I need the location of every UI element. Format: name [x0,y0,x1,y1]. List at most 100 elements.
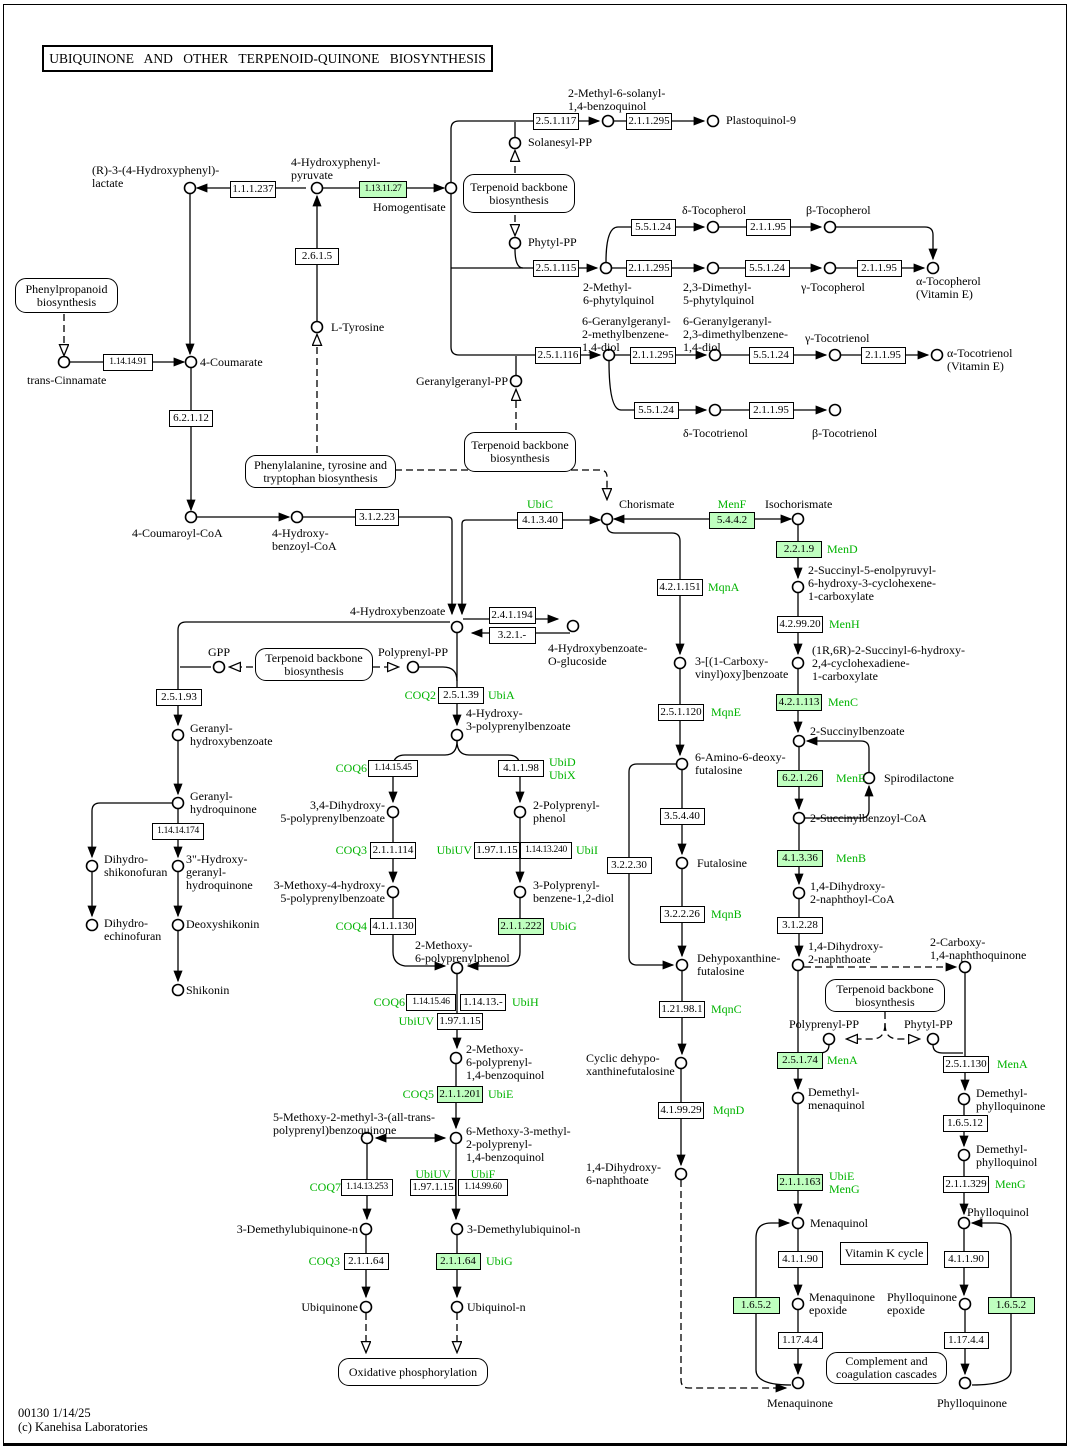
compound-node[interactable] [958,1297,972,1311]
gene-label-COQ5[interactable]: COQ5 [402,1087,434,1101]
compound-node[interactable] [450,961,464,975]
compound-node[interactable] [600,512,614,526]
compound-node[interactable] [792,811,806,825]
enzyme-box-5.5.1.24[interactable]: 5.5.1.24 [633,401,679,419]
compound-node[interactable] [57,355,71,369]
compound-node[interactable] [791,958,805,972]
compound-node[interactable] [601,114,615,128]
compound-node[interactable] [599,261,613,275]
compound-node[interactable] [958,960,972,974]
gene-label-MenF[interactable]: MenF [717,497,747,511]
gene-label-UbiF[interactable]: UbiF [470,1167,496,1181]
compound-node[interactable] [706,114,720,128]
enzyme-box-1.14.99.60[interactable]: 1.14.99.60 [458,1178,508,1196]
enzyme-box-2.1.1.295[interactable]: 2.1.1.295 [630,346,676,364]
enzyme-box-2.5.1.116[interactable]: 2.5.1.116 [535,346,581,364]
enzyme-box-5.5.1.24[interactable]: 5.5.1.24 [748,346,794,364]
compound-node[interactable] [171,918,185,932]
compound-node[interactable] [926,261,940,275]
enzyme-box-2.1.1.95[interactable]: 2.1.1.95 [860,346,906,364]
enzyme-box-1.21.98.1[interactable]: 1.21.98.1 [659,1000,705,1018]
enzyme-box-2.5.1.130[interactable]: 2.5.1.130 [943,1055,989,1073]
compound-node[interactable] [450,728,464,742]
compound-node[interactable] [862,771,876,785]
enzyme-box-2.1.1.95[interactable]: 2.1.1.95 [856,259,902,277]
enzyme-box-5.5.1.24[interactable]: 5.5.1.24 [630,218,676,236]
compound-node[interactable] [212,660,226,674]
compound-node[interactable] [184,355,198,369]
enzyme-box-1.1.1.237[interactable]: 1.1.1.237 [230,180,276,198]
compound-node[interactable] [509,374,523,388]
compound-node[interactable] [290,510,304,524]
gene-label-MenA[interactable]: MenA [997,1057,1028,1071]
compound-node[interactable] [930,348,944,362]
gene-label-UbiE[interactable]: UbiE [829,1169,855,1183]
enzyme-box-5.5.1.24[interactable]: 5.5.1.24 [744,259,790,277]
enzyme-box-2.2.1.9[interactable]: 2.2.1.9 [776,540,822,558]
gene-label-MenC[interactable]: MenC [828,695,858,709]
compound-node[interactable] [957,1216,971,1230]
gene-label-UbiE[interactable]: UbiE [488,1087,514,1101]
gene-label-COQ6[interactable]: COQ6 [335,761,367,775]
enzyme-box-3.1.2.28[interactable]: 3.1.2.28 [777,916,823,934]
compound-node[interactable] [450,1222,464,1236]
compound-node[interactable] [449,1051,463,1065]
enzyme-box-1.6.5.2[interactable]: 1.6.5.2 [987,1296,1035,1314]
compound-node[interactable] [171,728,185,742]
enzyme-box-4.2.1.151[interactable]: 4.2.1.151 [657,578,703,596]
compound-node[interactable] [674,1167,688,1181]
compound-node[interactable] [171,859,185,873]
enzyme-box-1.17.4.4[interactable]: 1.17.4.4 [777,1331,823,1349]
enzyme-box-3.1.2.23[interactable]: 3.1.2.23 [355,508,399,526]
compound-node[interactable] [184,510,198,524]
compound-node[interactable] [386,885,400,899]
compound-node[interactable] [359,1300,373,1314]
enzyme-box-2.1.1.64[interactable]: 2.1.1.64 [435,1252,481,1270]
compound-node[interactable] [675,856,689,870]
enzyme-box-1.14.13.253[interactable]: 1.14.13.253 [341,1178,393,1196]
compound-node[interactable] [449,1131,463,1145]
compound-node[interactable] [791,1216,805,1230]
enzyme-box-2.1.1.295[interactable]: 2.1.1.295 [626,259,672,277]
compound-node[interactable] [450,620,464,634]
enzyme-box-2.5.1.120[interactable]: 2.5.1.120 [658,703,704,721]
compound-node[interactable] [791,656,805,670]
compound-node[interactable] [823,220,837,234]
enzyme-box-6.2.1.12[interactable]: 6.2.1.12 [169,409,213,427]
enzyme-box-6.2.1.26[interactable]: 6.2.1.26 [777,769,823,787]
compound-node[interactable] [791,580,805,594]
gene-label-COQ7[interactable]: COQ7 [309,1180,341,1194]
enzyme-box-1.17.4.4[interactable]: 1.17.4.4 [943,1331,989,1349]
enzyme-box-2.1.1.295[interactable]: 2.1.1.295 [626,112,672,130]
gene-label-UbiX[interactable]: UbiX [549,768,576,782]
compound-node[interactable] [85,918,99,932]
gene-label-MqnC[interactable]: MqnC [711,1002,742,1016]
pathway-link-box[interactable]: Oxidative phosphorylation [338,1358,488,1386]
enzyme-box-4.1.1.130[interactable]: 4.1.1.130 [370,917,416,935]
gene-label-MqnE[interactable]: MqnE [711,705,741,719]
enzyme-box-4.1.1.90[interactable]: 4.1.1.90 [943,1250,989,1268]
compound-node[interactable] [566,619,580,633]
enzyme-box-2.1.1.95[interactable]: 2.1.1.95 [748,401,794,419]
gene-label-MqnB[interactable]: MqnB [711,907,742,921]
gene-label-UbiG[interactable]: UbiG [550,919,577,933]
compound-node[interactable] [310,181,324,195]
compound-node[interactable] [444,181,458,195]
gene-label-COQ3[interactable]: COQ3 [335,843,367,857]
enzyme-box-2.1.1.222[interactable]: 2.1.1.222 [498,917,544,935]
compound-node[interactable] [406,660,420,674]
gene-label-UbiUV[interactable]: UbiUV [415,1167,451,1181]
compound-node[interactable] [183,181,197,195]
compound-node[interactable] [708,403,722,417]
compound-node[interactable] [828,403,842,417]
enzyme-box-1.97.1.15[interactable]: 1.97.1.15 [437,1012,483,1030]
enzyme-box-4.1.3.36[interactable]: 4.1.3.36 [777,849,823,867]
compound-node[interactable] [706,261,720,275]
gene-label-MenH[interactable]: MenH [829,617,860,631]
enzyme-box-1.6.5.12[interactable]: 1.6.5.12 [942,1114,988,1132]
enzyme-box-4.2.1.113[interactable]: 4.2.1.113 [776,693,822,711]
